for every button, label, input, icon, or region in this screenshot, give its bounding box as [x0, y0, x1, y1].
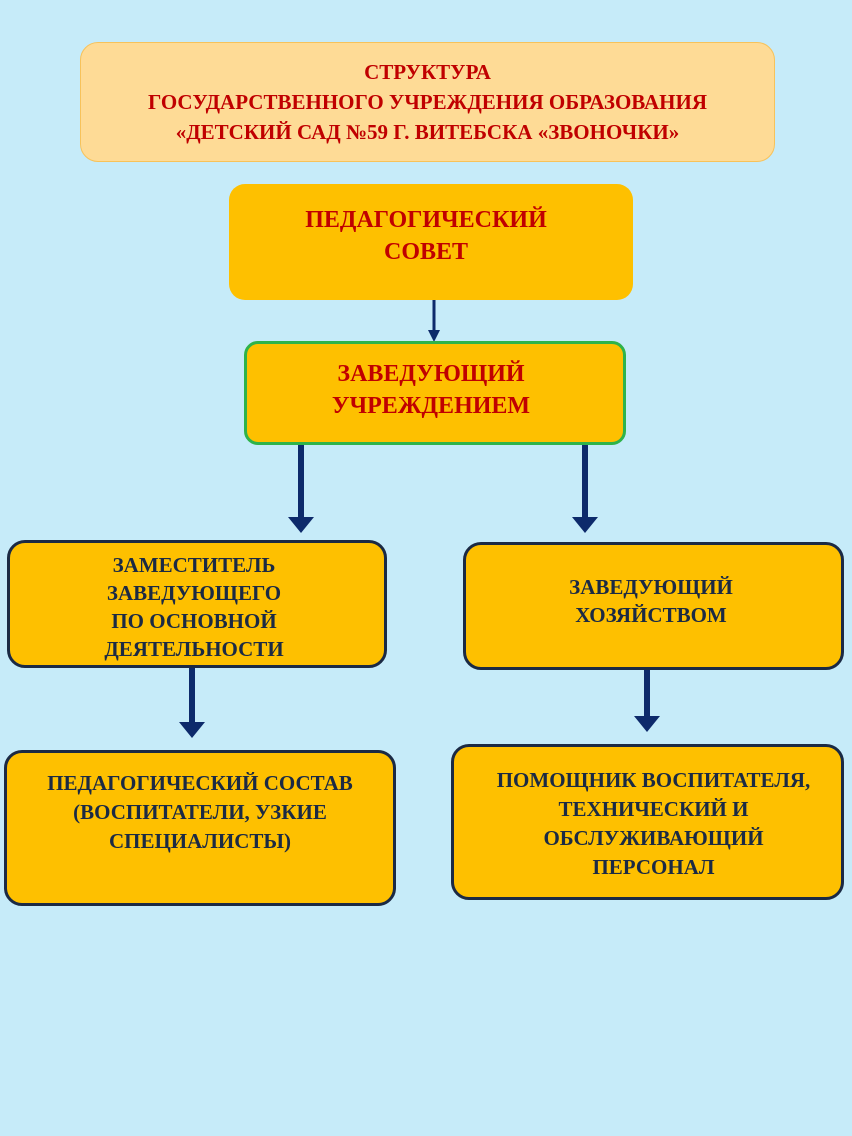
arrow-household-to-support-staff	[634, 670, 660, 732]
arrow-deputy-to-teaching-staff	[179, 668, 205, 738]
node-deputy-head: ЗАМЕСТИТЕЛЬ ЗАВЕДУЮЩЕГО ПО ОСНОВНОЙ ДЕЯТ…	[7, 540, 387, 668]
node-head-of-institution: ЗАВЕДУЮЩИЙ УЧРЕЖДЕНИЕМ	[244, 341, 626, 445]
node-support-staff: ПОМОЩНИК ВОСПИТАТЕЛЯ, ТЕХНИЧЕСКИЙ И ОБСЛ…	[451, 744, 844, 900]
arrow-council-to-head	[428, 300, 440, 342]
diagram-title: СТРУКТУРА ГОСУДАРСТВЕННОГО УЧРЕЖДЕНИЯ ОБ…	[80, 42, 775, 162]
node-household-manager: ЗАВЕДУЮЩИЙ ХОЗЯЙСТВОМ	[463, 542, 844, 670]
arrow-head-to-deputy	[288, 445, 314, 533]
node-teaching-staff: ПЕДАГОГИЧЕСКИЙ СОСТАВ (ВОСПИТАТЕЛИ, УЗКИ…	[4, 750, 396, 906]
arrow-head-to-household	[572, 445, 598, 533]
node-pedagogical-council: ПЕДАГОГИЧЕСКИЙ СОВЕТ	[229, 184, 633, 300]
